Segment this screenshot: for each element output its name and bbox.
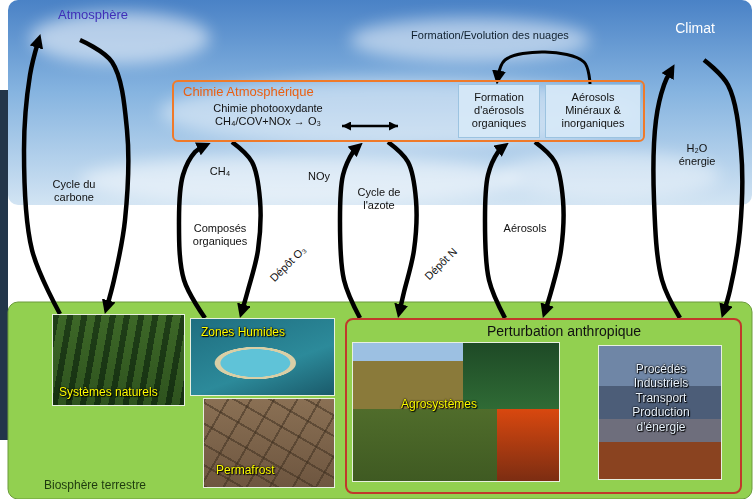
edge-label-slot: Dépôt O₃ [258, 234, 316, 292]
atmosphere-band: AtmosphèreChimie AtmosphériqueChimie pho… [8, 0, 752, 205]
label-slot: Aérosols [497, 222, 553, 235]
label-slot: NOy [308, 170, 338, 183]
text-slot: Permafrost [216, 463, 326, 477]
biosphere-band: Biosphère terrestre Systèmes naturels Zone… [8, 302, 752, 499]
industry-photo: Procédés Industriels Transport Productio… [598, 345, 722, 480]
species-label: NOy [308, 170, 338, 183]
water-energy-label: H₂O énergie [667, 142, 727, 168]
sky-band [8, 0, 752, 205]
node-title: Zones Humides [201, 325, 326, 339]
node-body: Chimie photooxydante CH₄/COV+NOx → O₃ [198, 102, 338, 128]
chemistry-box: Chimie AtmosphériqueChimie photooxydante… [172, 80, 645, 142]
text-slot: Formation d'aérosols organiques [461, 91, 537, 131]
label-slot: H₂O énergie [667, 142, 727, 168]
photo-edge [0, 90, 8, 440]
cycle-arrow [388, 142, 417, 310]
cloud-label: Formation/Evolution des nuages [390, 29, 590, 42]
deposition-label: Dépôt O₃ [266, 242, 310, 286]
cycle-arrow [704, 60, 742, 310]
text-slot: Atmosphère [58, 7, 168, 23]
clouds [30, 12, 720, 205]
agrosystems-photo: Agrosystèmes [352, 342, 560, 482]
cycle-label: Cycle du carbone [40, 178, 108, 204]
cloud [80, 155, 520, 205]
text-slot: Aérosols Minéraux & inorganiques [548, 91, 638, 131]
cycle-label: Cycle de l'azote [350, 186, 408, 212]
node-title: Systèmes naturels [59, 385, 184, 399]
text-slot: Perturbation anthropique [487, 323, 727, 340]
cloud [160, 78, 640, 146]
cycle-arrow [653, 71, 680, 318]
text-slot: Agrosystèmes [401, 397, 511, 411]
text-slot: Biosphère terrestre [44, 478, 194, 492]
node-title: Formation d'aérosols organiques [461, 91, 537, 131]
node-title: Procédés Industriels Transport Productio… [626, 362, 696, 434]
wetlands-photo: Zones Humides [190, 318, 335, 396]
label-slot: Cycle de l'azote [350, 186, 408, 212]
node-title: Chimie Atmosphérique [183, 84, 353, 100]
label-slot: Cycle du carbone [40, 178, 108, 204]
text-slot: Zones Humides [201, 325, 326, 339]
node-title: Biosphère terrestre [44, 478, 194, 492]
cloud [350, 18, 590, 62]
node-title: Perturbation anthropique [487, 323, 727, 340]
permafrost-photo: Permafrost [203, 398, 335, 488]
node-title: Atmosphère [58, 7, 168, 23]
anthropic-box: Perturbation anthropiqueAgrosystèmes Proc… [345, 318, 742, 494]
cycle-arrow [485, 148, 505, 318]
cycle-arrow [80, 40, 128, 306]
label-slot: Formation/Evolution des nuages [390, 29, 590, 42]
cycle-arrow [340, 148, 360, 318]
label-slot: Climat [660, 20, 730, 37]
compound-label: Composés organiques [186, 222, 254, 248]
organic-aerosol-box: Formation d'aérosols organiques [458, 84, 540, 138]
node-title: Aérosols Minéraux & inorganiques [548, 91, 638, 131]
aerosol-label: Aérosols [497, 222, 553, 235]
edge-label-slot: Dépôt N [412, 235, 467, 290]
label-slot: Composés organiques [186, 222, 254, 248]
climate-label: Climat [660, 20, 730, 37]
node-title: Agrosystèmes [401, 397, 511, 411]
species-label: CH₄ [203, 165, 237, 178]
natural-systems-photo: Systèmes naturels [52, 314, 185, 406]
double-arrow [342, 125, 398, 128]
cycle-arrow [24, 42, 60, 314]
text-slot: Systèmes naturels [59, 385, 184, 399]
text-slot: Chimie photooxydante CH₄/COV+NOx → O₃ [198, 102, 338, 128]
mineral-aerosol-box: Aérosols Minéraux & inorganiques [545, 84, 641, 138]
text-slot: Procédés Industriels Transport Productio… [626, 362, 696, 434]
node-title: Permafrost [216, 463, 326, 477]
biosphere-ground [8, 302, 752, 499]
deposition-label: Dépôt N [421, 244, 462, 285]
text-slot: Chimie Atmosphérique [183, 84, 353, 100]
label-slot: CH₄ [203, 165, 237, 178]
